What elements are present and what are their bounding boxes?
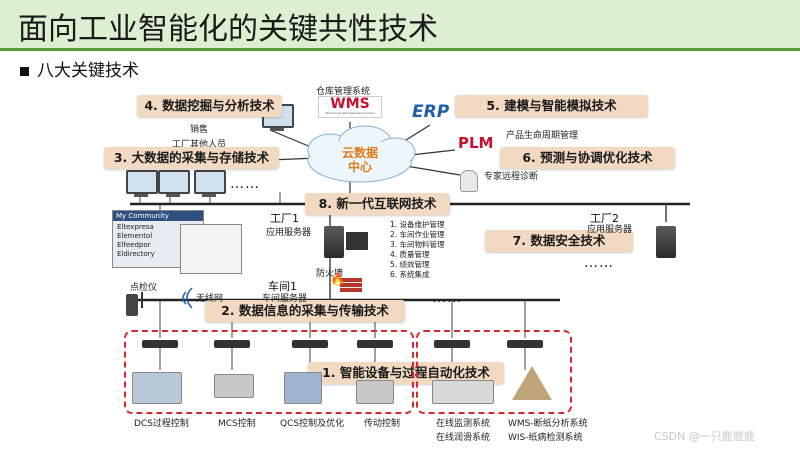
warehouse-label: 仓库管理系统 <box>316 87 371 97</box>
workshop-server-label: 车间服务器 <box>262 294 308 304</box>
community-title: My Community <box>113 211 203 221</box>
paper-frame-image <box>512 366 552 400</box>
tech-7-security: 7. 数据安全技术 <box>485 230 633 252</box>
tech-2-acquisition: 2. 数据信息的采集与传输技术 <box>205 300 405 322</box>
tech-5-modeling: 5. 建模与智能模拟技术 <box>455 95 648 117</box>
wms-paper-label: WMS-断纸分析系统 <box>508 419 588 429</box>
fire-icon: 🔥 <box>330 272 345 286</box>
control-devices-group <box>124 330 414 414</box>
app-window-screenshot <box>180 224 242 274</box>
tech-4-data-mining: 4. 数据挖掘与分析技术 <box>137 95 282 117</box>
server-icon <box>346 232 368 250</box>
qcs-label: QCS控制及优化 <box>280 419 345 429</box>
pc-icon <box>194 170 226 197</box>
cloud-line2: 中心 <box>347 160 372 174</box>
switch-icon <box>434 340 470 348</box>
doctor-icon <box>460 170 478 192</box>
monitor-devices-image <box>432 380 494 404</box>
transmission-label: 传动控制 <box>364 419 401 429</box>
community-list: Eltexpresa Elementol Elfeedpor Eldirecto… <box>117 223 155 258</box>
title-bar <box>0 0 800 51</box>
wis-paper-label: WIS-纸病检测系统 <box>508 433 583 443</box>
switch-icon <box>507 340 543 348</box>
plm-description: 产品生命周期管理 <box>506 131 579 141</box>
wms-logo: WMS Warehouse Management System <box>318 96 382 118</box>
erp-logo: ERP <box>412 102 450 122</box>
page-title: 面向工业智能化的关键共性技术 <box>18 12 438 47</box>
point-meter-label: 点检仪 <box>130 283 158 293</box>
app-server-icon <box>324 226 344 258</box>
pc-icon <box>158 170 190 197</box>
switch-icon <box>292 340 328 348</box>
handheld-device-icon <box>126 294 138 316</box>
bullet-square <box>20 66 29 76</box>
workshop1-label: 车间1 <box>268 280 297 293</box>
expert-label: 专家远程诊断 <box>484 172 539 182</box>
page-subtitle: 八大关键技术 <box>20 56 139 81</box>
pcs-ellipsis: …… <box>230 176 260 192</box>
plm-logo: PLM <box>458 134 494 152</box>
online-monitor-label: 在线监测系统 <box>436 419 491 429</box>
factory2-label: 工厂2 <box>590 212 619 225</box>
cloud-data-center: 云数据 中心 <box>330 146 390 174</box>
firewall-label: 防火墙 <box>316 269 344 279</box>
qcs-devices-image <box>284 372 322 404</box>
monitoring-devices-group <box>416 330 572 414</box>
cloud-shape <box>307 125 416 183</box>
right-ellipsis: …… <box>584 255 614 271</box>
pc-icon <box>126 170 158 197</box>
dcs-devices-image <box>132 372 182 404</box>
factory1-label: 工厂1 <box>270 212 299 225</box>
tech-6-prediction: 6. 预测与协调优化技术 <box>500 147 675 169</box>
online-lube-label: 在线润滑系统 <box>436 433 491 443</box>
cloud-line1: 云数据 <box>341 146 378 160</box>
switch-icon <box>142 340 178 348</box>
wireless-label: 无线网 <box>196 294 224 304</box>
mcs-label: MCS控制 <box>218 419 256 429</box>
subtitle-text: 八大关键技术 <box>37 61 139 81</box>
other-staff-label: 工厂其他人员 <box>172 140 227 150</box>
factory2-server-label: 应用服务器 <box>587 225 633 235</box>
dcs-label: DCS过程控制 <box>134 419 189 429</box>
switch-icon <box>214 340 250 348</box>
factory1-server-label: 应用服务器 <box>266 228 312 238</box>
factory2-server-icon <box>656 226 676 258</box>
server-functions-list: 1. 设备维护管理 2. 车间作业管理 3. 车间物料管理 4. 质量管理 5.… <box>390 220 445 279</box>
sales-label: 销售 <box>190 125 209 135</box>
antenna-icon <box>141 292 143 308</box>
watermark: CSDN @一只鹿鹿鹿 <box>654 430 755 443</box>
tech-3-big-data: 3. 大数据的采集与存储技术 <box>104 147 279 169</box>
firewall-icon <box>340 278 362 292</box>
transmission-devices-image <box>356 380 394 404</box>
tech-8-internet: 8. 新一代互联网技术 <box>305 193 450 215</box>
switch-icon <box>357 340 393 348</box>
mid-ellipsis: …… <box>432 290 462 306</box>
tech-1-automation: 1. 智能设备与过程自动化技术 <box>308 362 504 384</box>
mcs-devices-image <box>214 374 254 398</box>
